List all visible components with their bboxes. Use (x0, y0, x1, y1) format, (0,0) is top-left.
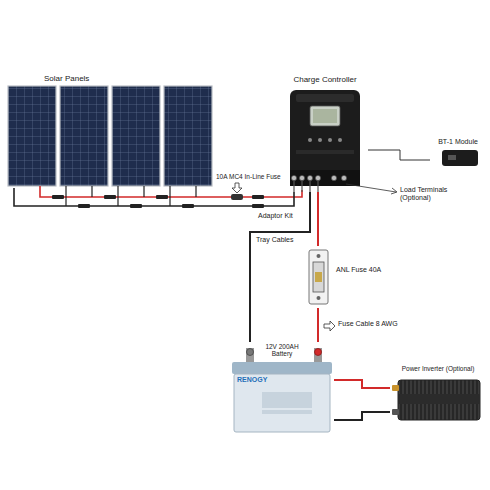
charge-controller (338, 138, 342, 142)
charge-controller (290, 170, 360, 186)
charge-controller (290, 90, 360, 186)
battery: 12V 200AH BatteryRENOGY (228, 342, 334, 434)
battery (232, 362, 332, 374)
power-inverter (398, 394, 480, 404)
pv-wiring (231, 194, 243, 200)
bt-1-module (442, 150, 478, 166)
battery (246, 348, 254, 362)
anl-fuse (309, 250, 328, 304)
load-terminal-leader (346, 184, 396, 192)
pv-wiring (104, 195, 116, 199)
pv-wiring (252, 195, 264, 199)
charge-controller (328, 138, 332, 142)
solar-panel-array: Solar Panels (6, 74, 218, 188)
solar-panel-array (60, 86, 108, 186)
charge-controller (291, 175, 346, 180)
wire (334, 412, 390, 420)
power-inverter (392, 409, 399, 415)
wire (334, 380, 390, 388)
pv-wiring (52, 195, 64, 199)
solar-panel-array (112, 86, 160, 186)
load-terminal-leader (346, 184, 397, 194)
callout-arrow (232, 183, 242, 193)
charge-controller (290, 90, 360, 192)
charge-controller (294, 181, 318, 192)
charge-controller (310, 106, 340, 126)
callout-arrow (324, 321, 335, 331)
solar-panel-array (8, 86, 56, 186)
bt-1-module (448, 155, 456, 160)
anl-fuse (309, 250, 328, 304)
part-heading: ANL Fuse 40A (336, 266, 388, 274)
power-inverter: Power Inverter (Optional) (390, 362, 486, 424)
battery (262, 392, 312, 408)
power-inverter (392, 380, 480, 420)
pv-wiring (40, 186, 302, 208)
battery (232, 348, 332, 432)
bluetooth-module: BT-1 Module (430, 138, 486, 174)
battery (234, 374, 330, 432)
pv-wiring (66, 186, 196, 206)
charge-controller (308, 138, 312, 142)
anl-fuse (317, 254, 321, 258)
load-terminals-note: Load Terminals (Optional) (400, 186, 462, 202)
bt-1-module (442, 150, 478, 166)
anl-fuse (317, 296, 321, 300)
charge-controller (307, 175, 312, 180)
charge-controller (299, 175, 304, 180)
charge-controller (291, 175, 296, 180)
charge-controller (313, 109, 337, 123)
fuse-callout: 10A MC4 In-Line Fuse (216, 173, 292, 180)
anl-fuse: ANL Fuse 40A (306, 246, 390, 308)
part-heading: Charge Controller (282, 75, 368, 84)
part-label: Adaptor Kit (258, 212, 302, 220)
power-inverter (392, 385, 399, 391)
wire (368, 150, 430, 160)
battery (262, 410, 312, 414)
charge-controller (331, 175, 336, 180)
charge-controller (296, 150, 354, 154)
wire (14, 188, 294, 206)
power-inverter (398, 380, 480, 420)
part-heading: 12V 200AH Battery (260, 343, 304, 358)
load-terminal-leader (391, 188, 397, 194)
part-heading: Solar Panels (44, 74, 124, 83)
charge-controller (315, 175, 320, 180)
battery (314, 348, 322, 362)
charge-controller (318, 138, 322, 142)
brand-text: RENOGY (236, 376, 268, 384)
part-label: Fuse Cable 8 AWG (338, 320, 418, 328)
charge-controller: Charge Controller (282, 74, 368, 192)
part-label: Tray Cables (256, 236, 304, 244)
anl-fuse (315, 272, 322, 282)
wire (317, 192, 319, 246)
part-heading: Power Inverter (Optional) (392, 365, 484, 372)
battery (315, 349, 322, 356)
anl-fuse (313, 262, 324, 292)
pv-wiring (156, 195, 168, 199)
wire (317, 308, 319, 342)
solar-panel-array (164, 86, 212, 186)
part-heading: BT-1 Module (430, 138, 486, 146)
wire (250, 192, 310, 342)
charge-controller (296, 94, 354, 102)
solar-panel-array (8, 86, 212, 186)
battery (247, 349, 254, 356)
charge-controller (341, 175, 346, 180)
